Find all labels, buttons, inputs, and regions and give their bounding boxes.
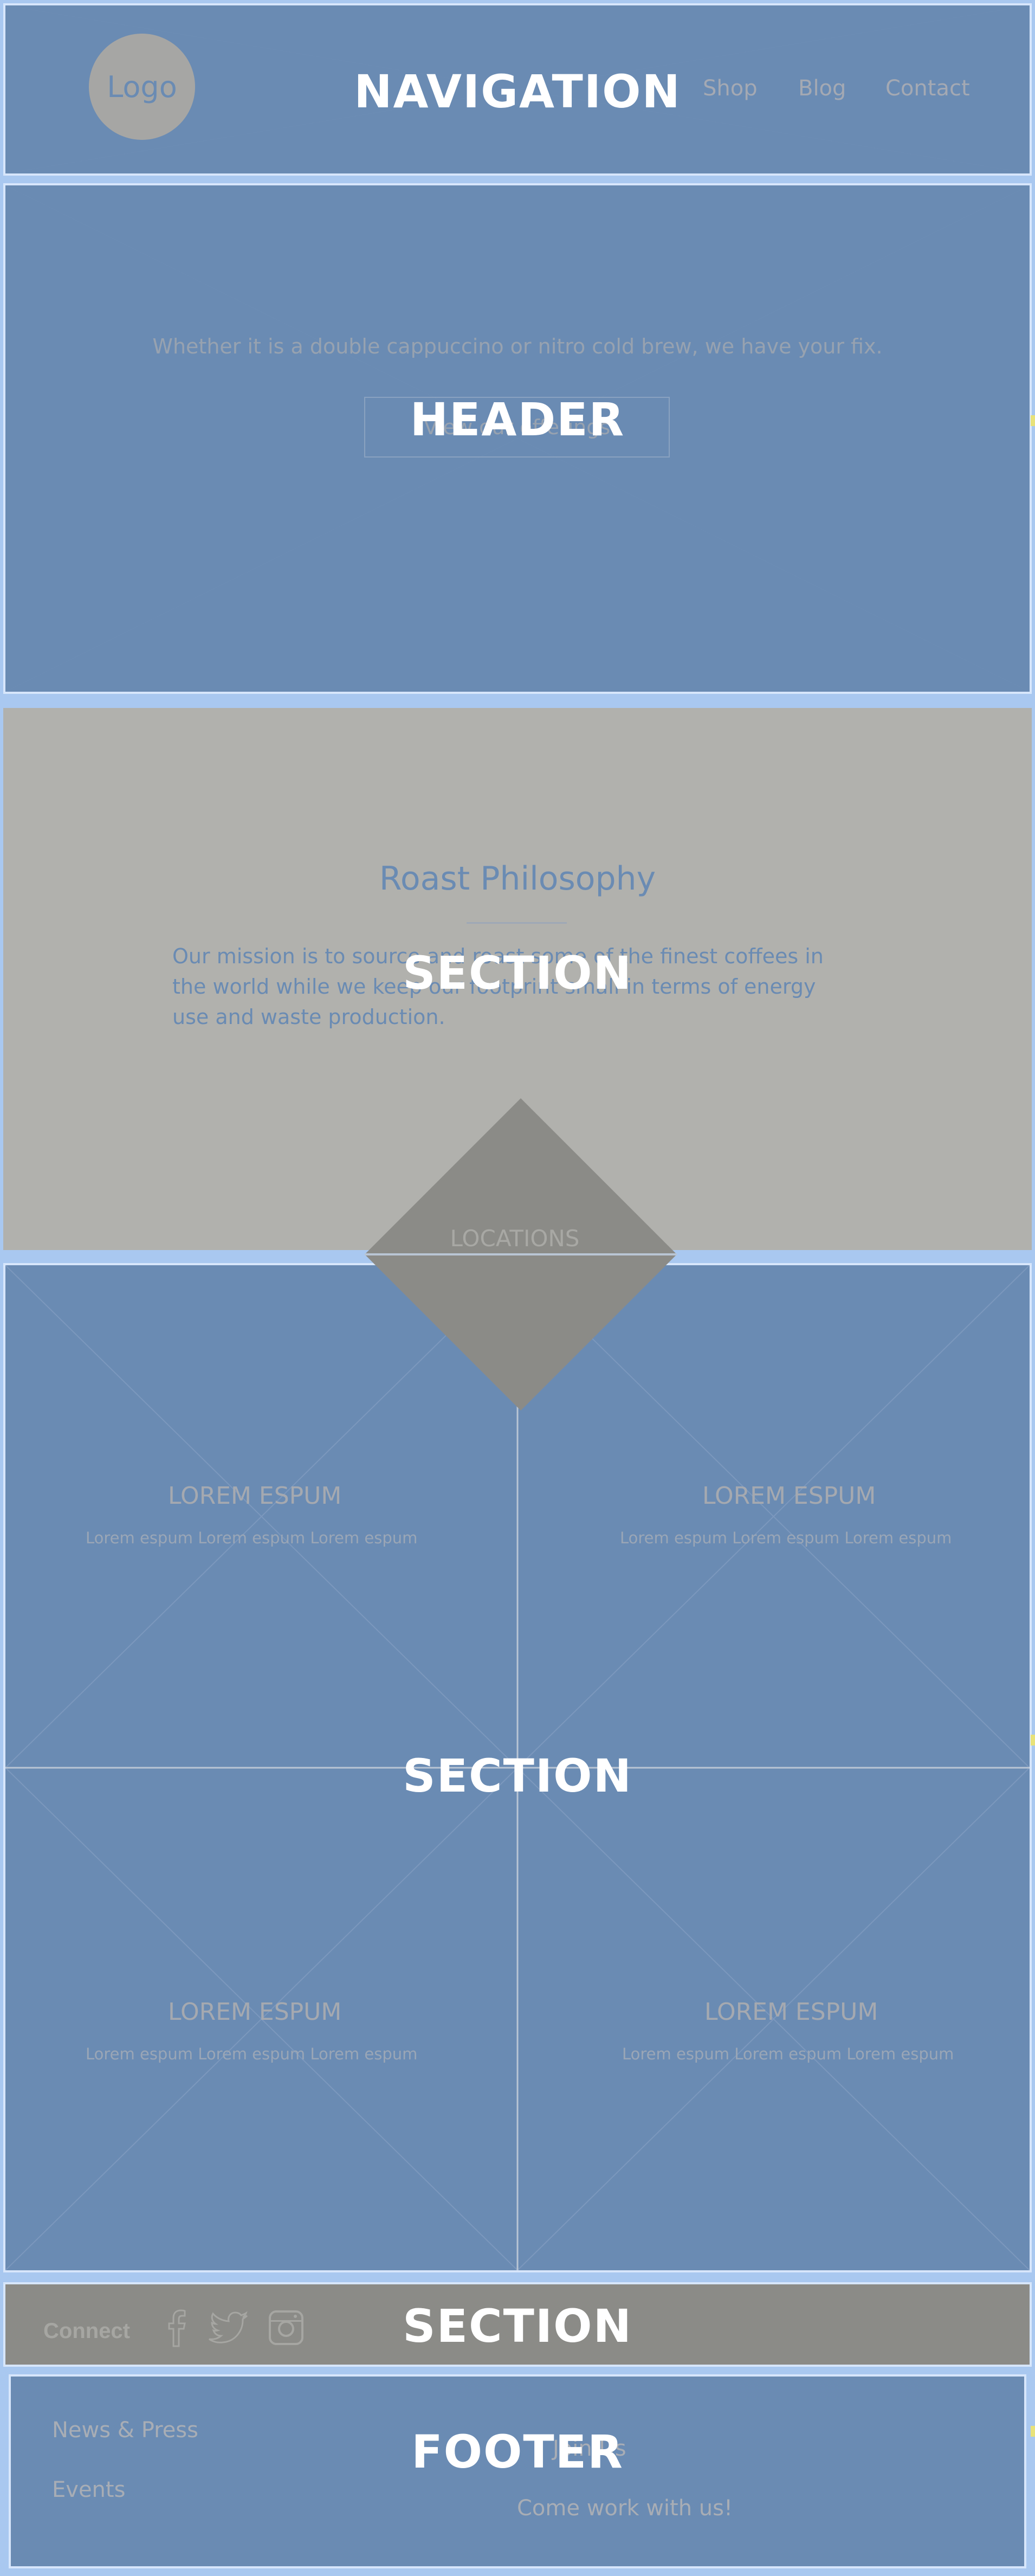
roast-text: Our mission is to source and roast some …: [172, 944, 824, 1029]
section-label: SECTION: [403, 1749, 632, 1802]
footer-label: FOOTER: [411, 2425, 624, 2478]
nav-link-blog[interactable]: Blog: [798, 76, 846, 101]
location-card-subtitle: Lorem espum Lorem espum Lorem espum: [86, 2045, 418, 2063]
facebook-icon[interactable]: [155, 2306, 198, 2349]
location-card-subtitle: Lorem espum Lorem espum Lorem espum: [620, 1529, 952, 1547]
edge-marker: [1031, 415, 1035, 426]
view-offerings-button[interactable]: View our offerings: [364, 397, 670, 458]
nav-link-contact[interactable]: Contact: [885, 76, 970, 101]
location-card-title: LOREM ESPUM: [168, 1482, 342, 1510]
title-divider: [467, 922, 567, 924]
locations-label[interactable]: LOCATIONS: [450, 1225, 580, 1252]
twitter-icon[interactable]: [207, 2306, 250, 2349]
connect-section: Connect SECTION: [3, 2282, 1032, 2367]
nav-link-shop[interactable]: Shop: [703, 76, 758, 101]
connect-label: Connect: [43, 2319, 130, 2343]
header-hero: Whether it is a double cappuccino or nit…: [3, 183, 1032, 694]
logo[interactable]: Logo: [89, 34, 195, 140]
footer: News & Press Events Join Us Come work wi…: [9, 2374, 1026, 2568]
header-label: HEADER: [410, 393, 625, 446]
footer-link-news[interactable]: News & Press: [52, 2418, 198, 2443]
location-card-title: LOREM ESPUM: [168, 1998, 342, 2026]
section-label: SECTION: [403, 946, 632, 1000]
edge-marker: [1031, 1735, 1035, 1746]
location-card-subtitle: Lorem espum Lorem espum Lorem espum: [622, 2045, 954, 2063]
footer-link-events[interactable]: Events: [52, 2477, 126, 2502]
location-card-title: LOREM ESPUM: [702, 1482, 876, 1510]
footer-link-join[interactable]: Join Us: [553, 2436, 626, 2461]
hero-tagline: Whether it is a double cappuccino or nit…: [152, 334, 883, 358]
footer-link-careers[interactable]: Come work with us!: [517, 2496, 733, 2521]
navigation-bar: Logo NAVIGATION Shop Blog Contact: [3, 3, 1032, 176]
location-card-subtitle: Lorem espum Lorem espum Lorem espum: [86, 1529, 418, 1547]
roast-title: Roast Philosophy: [379, 860, 656, 898]
edge-marker: [1031, 2426, 1035, 2437]
instagram-icon[interactable]: [264, 2306, 308, 2349]
navigation-label: NAVIGATION: [354, 65, 681, 118]
locations-section: LOREM ESPUM Lorem espum Lorem espum Lore…: [3, 1263, 1032, 2272]
roast-philosophy-section: Roast Philosophy Our mission is to sourc…: [3, 708, 1032, 1250]
section-label: SECTION: [403, 2300, 632, 2353]
location-card-title: LOREM ESPUM: [704, 1998, 878, 2026]
